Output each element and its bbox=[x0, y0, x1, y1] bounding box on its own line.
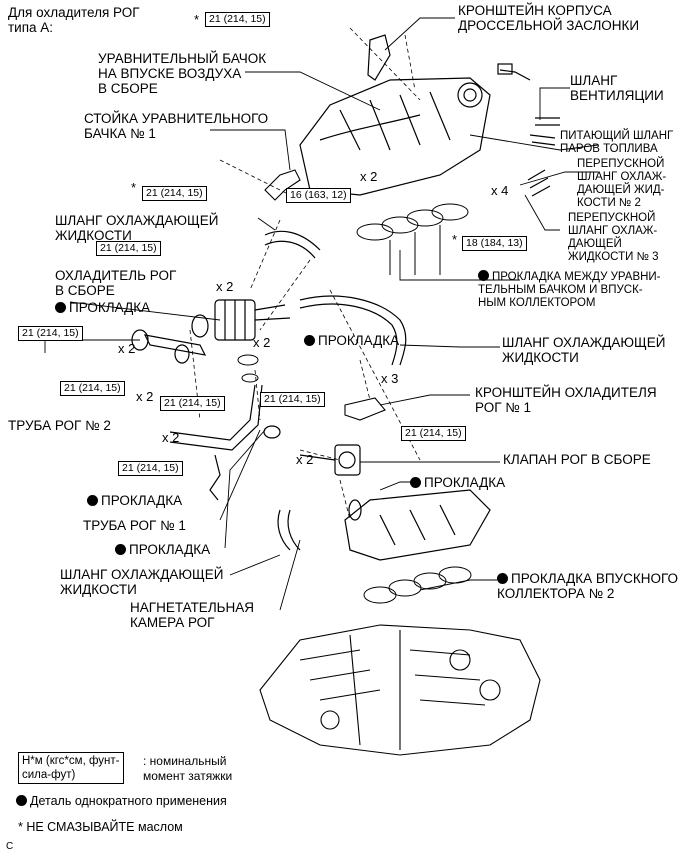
no-oil-star: * bbox=[452, 232, 458, 247]
torque-box: 16 (163, 12) bbox=[286, 188, 351, 203]
single-use-bullet bbox=[410, 477, 421, 488]
label-egr-pipe-2: ТРУБА РОГ № 2 bbox=[8, 418, 111, 433]
label-coolant-hose-bottom: ШЛАНГ ОХЛАЖДАЮЩЕЙ ЖИДКОСТИ bbox=[60, 567, 224, 597]
torque-box: 21 (214, 15) bbox=[205, 12, 270, 27]
plenum-gaskets-drawing bbox=[356, 203, 469, 275]
legend-no-oil: * НЕ СМАЗЫВАЙТЕ маслом bbox=[18, 820, 183, 834]
intake-gasket-2-drawing bbox=[363, 566, 472, 604]
label-throttle-bracket: КРОНШТЕЙН КОРПУСА ДРОССЕЛЬНОЙ ЗАСЛОНКИ bbox=[458, 3, 640, 33]
cooler-bracket-drawing bbox=[344, 397, 386, 421]
label-plenum: УРАВНИТЕЛЬНЫЙ БАЧОК НА ВПУСКЕ ВОЗДУХА В … bbox=[98, 51, 267, 96]
cooler-gasket-drawing bbox=[237, 354, 259, 383]
intake-plenum-drawing bbox=[299, 34, 491, 196]
quantity-label: x 2 bbox=[162, 430, 180, 445]
label-gasket-1: ПРОКЛАДКА bbox=[55, 300, 150, 315]
torque-box: 21 (214, 15) bbox=[118, 461, 183, 476]
label-coolant-hose-right: ШЛАНГ ОХЛАЖДАЮЩЕЙ ЖИДКОСТИ bbox=[502, 335, 666, 365]
torque-box: 21 (214, 15) bbox=[142, 186, 207, 201]
label-plenum-stay: СТОЙКА УРАВНИТЕЛЬНОГО БАЧКА № 1 bbox=[84, 111, 269, 141]
quantity-label: x 2 bbox=[296, 452, 314, 467]
label-plenum-gasket: ПРОКЛАДКА МЕЖДУ УРАВНИ- ТЕЛЬНЫМ БАЧКОМ И… bbox=[478, 270, 661, 309]
dashed-assembly-lines bbox=[189, 27, 421, 521]
label-egr-plenum: НАГНЕТАТЕЛЬНАЯ КАМЕРА РОГ bbox=[130, 600, 255, 630]
single-use-bullet bbox=[304, 335, 315, 346]
engine-block-drawing bbox=[259, 624, 541, 756]
single-use-bullet bbox=[55, 302, 66, 313]
label-gasket-5: ПРОКЛАДКА bbox=[115, 542, 210, 557]
legend-unit-text: : номинальный момент затяжки bbox=[143, 754, 233, 783]
legend-single-use: Деталь однократного применения bbox=[16, 795, 227, 808]
torque-box: 21 (214, 15) bbox=[160, 396, 225, 411]
label-egr-pipe-1: ТРУБА РОГ № 1 bbox=[83, 518, 186, 533]
egr-cooler-drawing bbox=[191, 299, 291, 341]
label-egr-cooler: ОХЛАДИТЕЛЬ РОГ В СБОРЕ bbox=[55, 268, 177, 298]
torque-box: 21 (214, 15) bbox=[18, 326, 83, 341]
torque-box: 21 (214, 15) bbox=[60, 381, 125, 396]
label-gasket-3: ПРОКЛАДКА bbox=[410, 475, 505, 490]
single-use-bullet bbox=[87, 495, 98, 506]
coolant-hose-bottom-drawing bbox=[277, 509, 301, 551]
label-egr-cooler-bracket: КРОНШТЕЙН ОХЛАДИТЕЛЯ РОГ № 1 bbox=[475, 385, 657, 415]
single-use-bullet bbox=[497, 573, 508, 584]
single-use-bullet bbox=[115, 544, 126, 555]
egr-chamber-drawing bbox=[344, 489, 491, 561]
torque-box: 21 (214, 15) bbox=[260, 392, 325, 407]
label-gasket-2: ПРОКЛАДКА bbox=[304, 333, 399, 348]
quantity-label: x 2 bbox=[136, 389, 154, 404]
label-gasket-4: ПРОКЛАДКА bbox=[87, 493, 182, 508]
diagram-title: Для охладителя РОГ типа А: bbox=[8, 5, 140, 35]
coolant-hose-right-drawing bbox=[299, 295, 407, 366]
coolant-hose-drawing bbox=[264, 230, 321, 259]
label-vent-hose: ШЛАНГ ВЕНТИЛЯЦИИ bbox=[570, 73, 664, 103]
single-use-bullet bbox=[478, 270, 489, 281]
quantity-label: x 2 bbox=[216, 279, 234, 294]
label-bypass-hose-3: ПЕРЕПУСКНОЙ ШЛАНГ ОХЛАЖ- ДАЮЩЕЙ ЖИДКОСТИ… bbox=[568, 212, 659, 263]
torque-box: 18 (184, 13) bbox=[462, 236, 527, 251]
egr-pipe-2-drawing bbox=[131, 329, 207, 364]
label-intake-gasket-2: ПРОКЛАДКА ВПУСКНОГО КОЛЛЕКТОРА № 2 bbox=[497, 571, 679, 601]
hoses-top-right bbox=[497, 63, 560, 197]
no-oil-star: * bbox=[194, 12, 200, 27]
quantity-label: x 2 bbox=[360, 169, 378, 184]
torque-box: 21 (214, 15) bbox=[96, 241, 161, 256]
leader-lines bbox=[44, 17, 599, 611]
label-bypass-hose-2: ПЕРЕПУСКНОЙ ШЛАНГ ОХЛАЖ- ДАЮЩЕЙ ЖИД- КОС… bbox=[577, 158, 667, 209]
quantity-label: x 4 bbox=[491, 183, 509, 198]
label-egr-valve: КЛАПАН РОГ В СБОРЕ bbox=[503, 452, 651, 467]
single-use-bullet bbox=[16, 795, 27, 806]
quantity-label: x 2 bbox=[118, 341, 136, 356]
legend-unit-box: Н*м (кгс*см, фунт- сила-фут) bbox=[18, 752, 124, 784]
figure-code: C bbox=[6, 841, 14, 852]
plenum-stay-drawing bbox=[264, 169, 301, 201]
quantity-label: x 3 bbox=[381, 371, 399, 386]
torque-box: 21 (214, 15) bbox=[401, 426, 466, 441]
egr-valve-drawing bbox=[299, 444, 361, 476]
label-fuel-vapor-hose: ПИТАЮЩИЙ ШЛАНГ ПАРОВ ТОПЛИВА bbox=[560, 130, 674, 155]
label-coolant-hose-top: ШЛАНГ ОХЛАЖДАЮЩЕЙ ЖИДКОСТИ bbox=[55, 213, 219, 243]
quantity-label: x 2 bbox=[253, 335, 271, 350]
no-oil-star: * bbox=[131, 180, 137, 195]
